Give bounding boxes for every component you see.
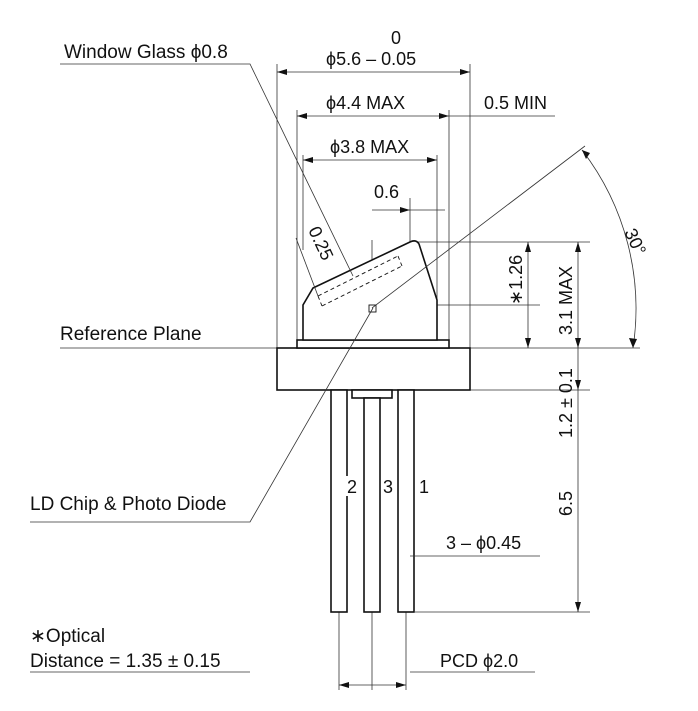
window-glass-outline-b: [321, 265, 403, 307]
label-ld-chip: LD Chip & Photo Diode: [30, 494, 226, 515]
pin-number-1: 1: [419, 477, 429, 497]
angle-arrow-bottom: [629, 338, 637, 348]
dim-window-dia: ϕ3.8 MAX: [330, 137, 409, 157]
dim-cap-dia: ϕ4.4 MAX: [326, 93, 405, 113]
dim-arrow: [277, 69, 287, 75]
window-glass-outline-a: [317, 255, 399, 297]
angle-arrow-top: [582, 150, 590, 159]
leader-ld-chip: [30, 307, 374, 523]
lead-pin-3: [363, 397, 381, 613]
dim-arrow: [339, 682, 349, 688]
pin-number-2: 2: [347, 477, 357, 497]
pin-label-bg: [381, 476, 395, 496]
dim-arrow: [575, 380, 581, 390]
dim-arrow: [303, 157, 313, 163]
dim-arrow: [460, 69, 470, 75]
dim-angle: 30°: [620, 225, 650, 258]
emission-axis: [371, 145, 586, 309]
dim-offset-06: 0.6: [374, 182, 399, 202]
window-glass-outline-c: [317, 295, 323, 307]
dim-arrow: [525, 242, 531, 252]
leader-window-glass: [60, 63, 354, 277]
pin-number-3: 3: [383, 477, 393, 497]
dim-lead-dia: 3 – ϕ0.45: [446, 533, 521, 553]
dim-cap-height: 3.1 MAX: [556, 266, 576, 335]
label-reference-plane: Reference Plane: [60, 324, 202, 345]
dim-arrow: [525, 338, 531, 348]
dim-arrow: [400, 207, 410, 213]
dim-chip-height: ∗1.26: [506, 255, 526, 305]
dim-outer-tol-upper: 0: [391, 28, 401, 48]
flange: [276, 347, 471, 391]
dim-outer-dia: ϕ5.6 – 0.05: [326, 49, 416, 69]
pin-label-bg: [345, 476, 359, 496]
dim-pcd: PCD ϕ2.0: [440, 651, 518, 671]
cap-base-ring: [296, 339, 450, 349]
dim-arrow: [439, 113, 449, 119]
dim-arrow: [575, 338, 581, 348]
angle-arc: [581, 149, 637, 349]
label-optical-line1: ∗Optical: [30, 626, 105, 647]
dim-arrow: [575, 242, 581, 252]
cap-body: [302, 240, 438, 341]
dim-arrow: [396, 682, 406, 688]
dim-lead-length: 6.5: [556, 491, 576, 516]
dim-thick-025: 0.25: [304, 223, 337, 263]
label-optical-line2: Distance = 1.35 ± 0.15: [30, 651, 221, 672]
pin-label-bg: [416, 476, 430, 496]
label-window-glass: Window Glass ϕ0.8: [64, 42, 228, 63]
dim-arrow: [427, 157, 437, 163]
lead-tab: [351, 389, 393, 399]
dim-arrow: [575, 602, 581, 612]
dim-min-half: 0.5 MIN: [484, 93, 547, 113]
dim-arrow: [297, 113, 307, 119]
window-glass-outline-d: [397, 255, 403, 267]
dim-flange: 1.2 ± 0.1: [556, 368, 576, 438]
lead-pin-2: [330, 389, 348, 613]
dim-line-025: [295, 237, 319, 297]
lead-pin-1: [397, 389, 415, 613]
